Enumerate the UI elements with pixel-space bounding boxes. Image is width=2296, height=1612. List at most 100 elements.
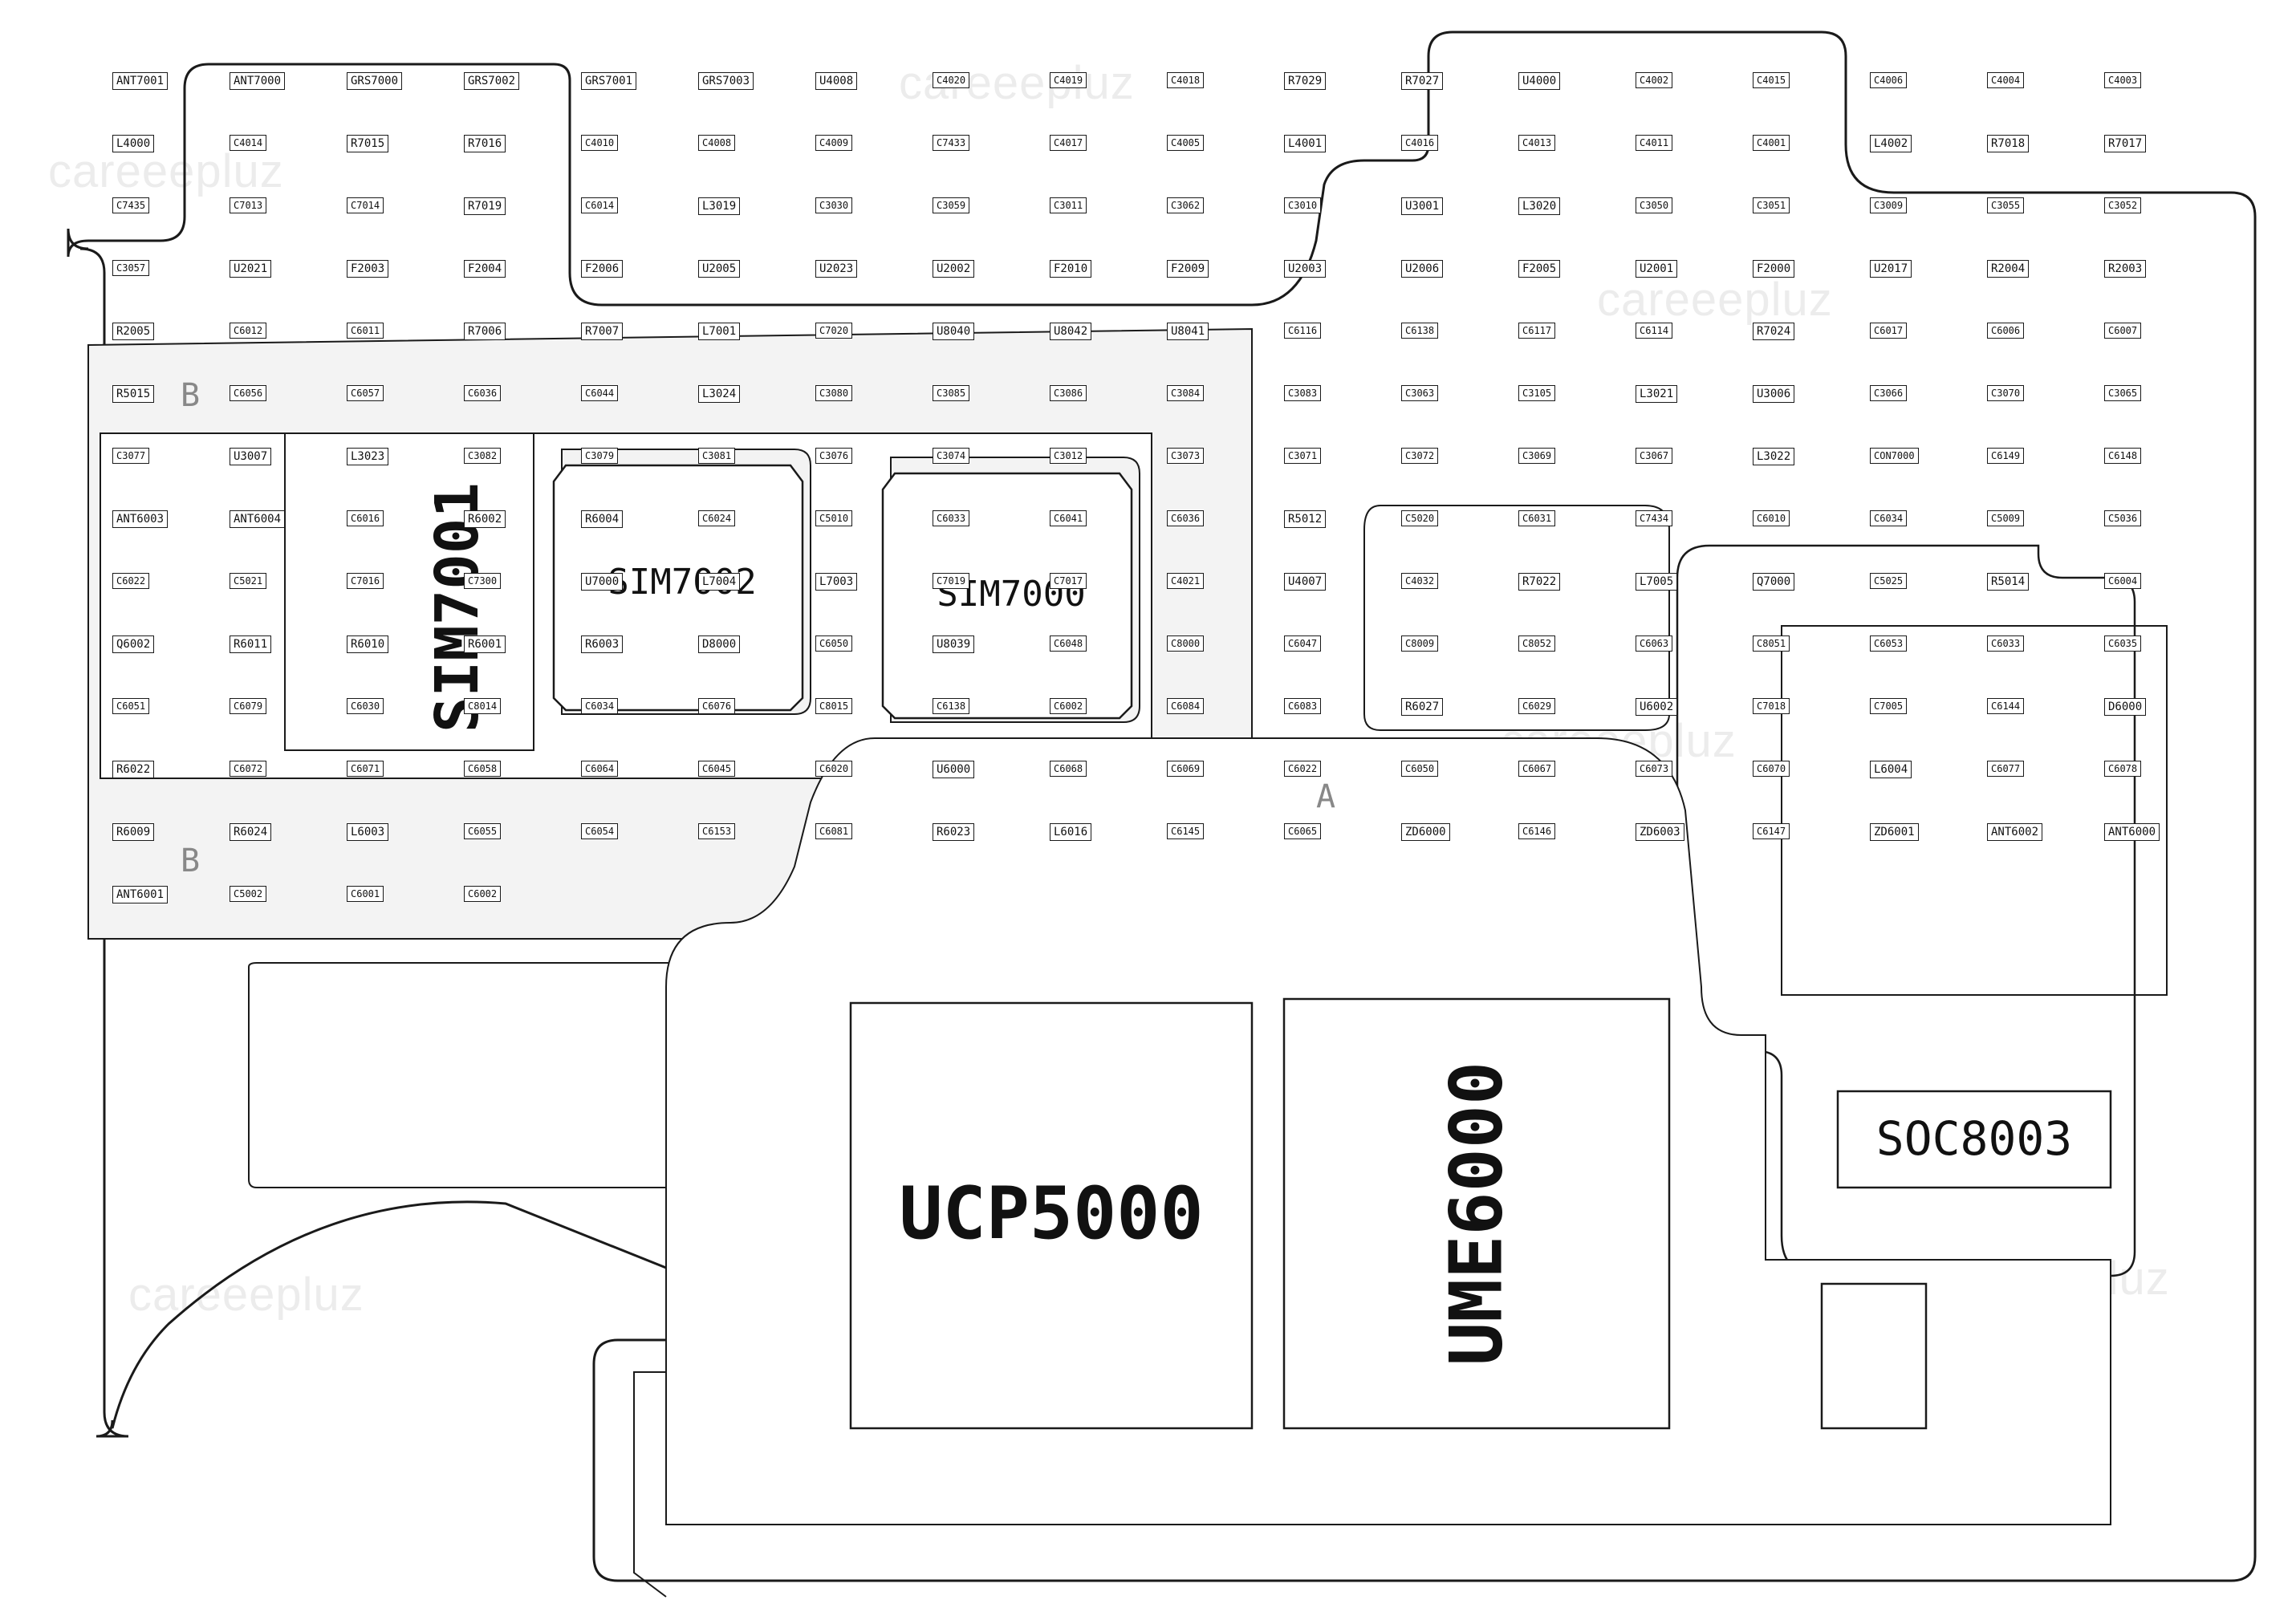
component-designator: C6058 [464,761,502,777]
component-designator: ANT6002 [1987,823,2043,841]
component-designator: C6053 [1870,635,1908,652]
component-designator: C3079 [581,448,619,464]
component-designator: ZD6003 [1636,823,1684,841]
component-designator: C6047 [1284,635,1322,652]
component-designator: C6045 [698,761,736,777]
component-designator: GRS7002 [464,72,520,90]
watermark: careeepluz [128,1269,364,1321]
component-designator: C6114 [1636,323,1673,339]
component-designator: C6145 [1167,823,1205,839]
component-designator: U8040 [933,323,975,340]
ucp5000-label: UCP5000 [899,1171,1204,1256]
component-designator: ANT7000 [230,72,286,90]
b-marker-bottom: B [181,843,201,879]
component-designator: C3105 [1518,385,1556,401]
component-designator: U2002 [933,260,975,278]
ume6000-label: UME6000 [1434,1061,1519,1366]
component-designator: C3069 [1518,448,1556,464]
component-designator: R6001 [464,635,506,653]
component-designator: L3023 [347,448,389,465]
component-designator: C3010 [1284,197,1322,213]
component-designator: U2003 [1284,260,1327,278]
component-designator: C6041 [1050,510,1087,526]
component-designator: C6069 [1167,761,1205,777]
component-designator: R7018 [1987,135,2030,152]
component-designator: C6068 [1050,761,1087,777]
component-designator: ZD6000 [1401,823,1450,841]
component-designator: L6004 [1870,761,1912,778]
component-designator: C6056 [230,385,267,401]
component-designator: L7004 [698,573,741,591]
component-designator: C4010 [581,135,619,151]
component-designator: C4001 [1753,135,1790,151]
component-designator: C4032 [1401,573,1439,589]
component-designator: C6024 [698,510,736,526]
component-designator: C6033 [1987,635,2025,652]
component-designator: C3067 [1636,448,1673,464]
component-designator: C6055 [464,823,502,839]
component-designator: ANT6000 [2104,823,2160,841]
component-designator: C3066 [1870,385,1908,401]
component-designator: R2003 [2104,260,2147,278]
component-designator: D8000 [698,635,741,653]
component-designator: C6064 [581,761,619,777]
component-designator: C3063 [1401,385,1439,401]
component-designator: C6084 [1167,698,1205,714]
component-designator: L6016 [1050,823,1092,841]
component-designator: L7003 [815,573,858,591]
component-designator: L7001 [698,323,741,340]
component-designator: R6022 [112,761,155,778]
component-designator: L4002 [1870,135,1912,152]
component-designator: C3070 [1987,385,2025,401]
component-designator: L4000 [112,135,155,152]
component-designator: C6002 [464,886,502,902]
component-designator: R5014 [1987,573,2030,591]
component-designator: C6010 [1753,510,1790,526]
component-designator: C7017 [1050,573,1087,589]
component-designator: D6000 [2104,698,2147,716]
component-designator: C5010 [815,510,853,526]
component-designator: C8052 [1518,635,1556,652]
component-designator: C6116 [1284,323,1322,339]
component-designator: U3001 [1401,197,1444,215]
component-designator: C6138 [933,698,970,714]
component-designator: C4005 [1167,135,1205,151]
component-designator: C4018 [1167,72,1205,88]
component-designator: L6003 [347,823,389,841]
component-designator: C5025 [1870,573,1908,589]
component-designator: C6079 [230,698,267,714]
component-designator: GRS7000 [347,72,403,90]
component-designator: C6148 [2104,448,2142,464]
a-marker: A [1316,778,1336,815]
component-designator: C6022 [112,573,150,589]
component-designator: C5036 [2104,510,2142,526]
component-designator: C3080 [815,385,853,401]
component-designator: C6063 [1636,635,1673,652]
component-designator: C4019 [1050,72,1087,88]
component-designator: C7014 [347,197,384,213]
component-designator: C6007 [2104,323,2142,339]
component-designator: R7017 [2104,135,2147,152]
component-designator: R7029 [1284,72,1327,90]
component-designator: R2004 [1987,260,2030,278]
component-designator: R6024 [230,823,272,841]
component-designator: R7007 [581,323,624,340]
component-designator: ANT6003 [112,510,169,528]
component-designator: U8041 [1167,323,1209,340]
component-designator: U6000 [933,761,975,778]
component-designator: C6036 [464,385,502,401]
component-designator: C4011 [1636,135,1673,151]
component-designator: U4008 [815,72,858,90]
component-designator: U2006 [1401,260,1444,278]
component-designator: R6004 [581,510,624,528]
component-designator: C6057 [347,385,384,401]
component-designator: C7300 [464,573,502,589]
component-designator: C8009 [1401,635,1439,652]
component-designator: C6029 [1518,698,1556,714]
component-designator: C6138 [1401,323,1439,339]
component-designator: U2005 [698,260,741,278]
component-designator: CON7000 [1870,448,1919,464]
component-designator: C3071 [1284,448,1322,464]
component-designator: F2010 [1050,260,1092,278]
component-designator: C3083 [1284,385,1322,401]
